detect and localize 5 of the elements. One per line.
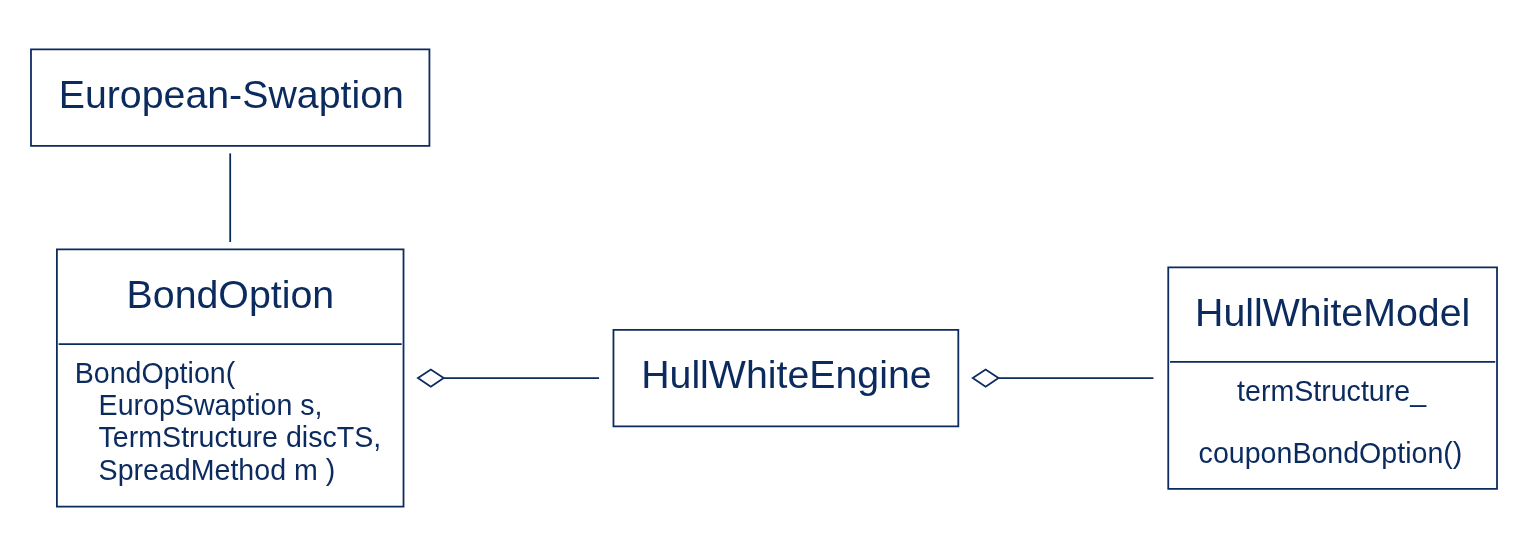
node-box: European-Swaption — [30, 48, 431, 147]
node-box: HullWhiteEngine — [612, 328, 960, 428]
connector — [416, 368, 600, 388]
connector — [971, 368, 1155, 388]
connector — [229, 152, 232, 243]
